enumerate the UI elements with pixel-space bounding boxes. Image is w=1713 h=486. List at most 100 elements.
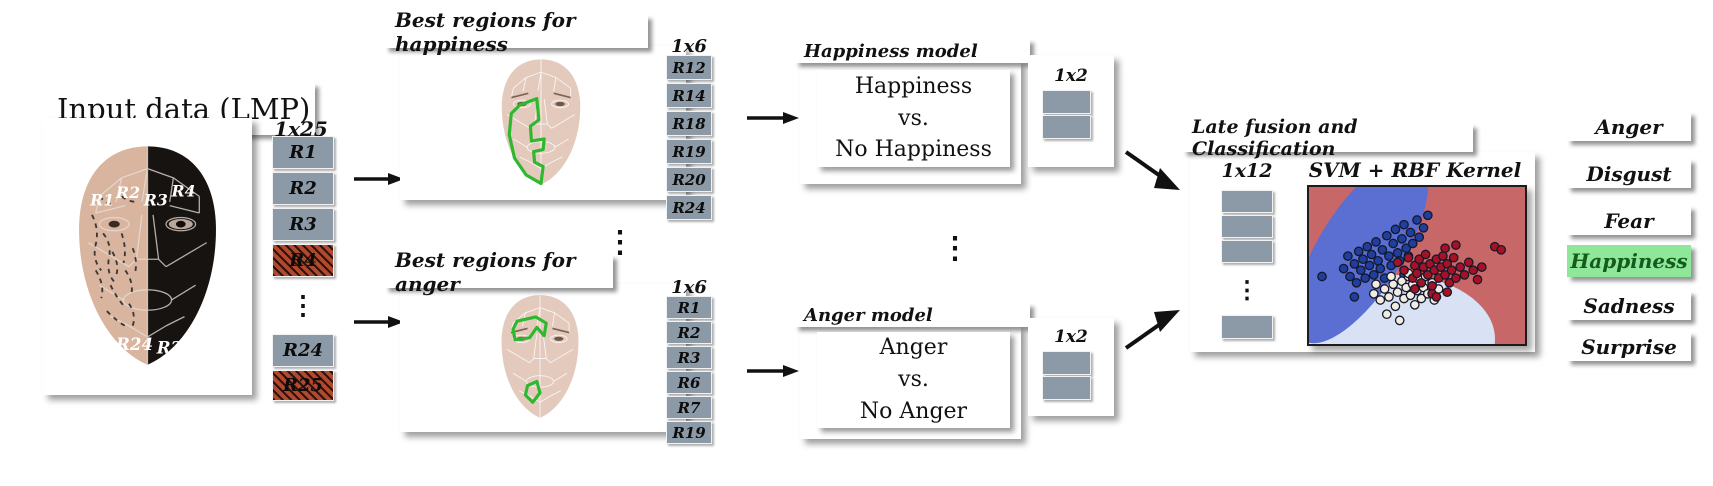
svm-plot-canvas [1309,187,1525,344]
input-vector: R1 R2 R3 R4 ⋮ R24 R25 [272,136,334,401]
vector-cell: R6 [666,371,712,394]
arrow-happiness-to-fusion [1124,150,1180,190]
anger-region-outline-brow [511,315,548,342]
happiness-face-image [501,59,581,186]
happiness-output-card: 1x2 [1028,55,1114,167]
anger-model-box: Anger vs. No Anger [817,332,1010,428]
vector-cell-empty [1042,351,1091,375]
arrow-happiness-to-model [747,112,799,124]
vector-cell: R1 [272,136,334,169]
right-pupil [175,220,186,228]
emotion-sadness: Sadness [1567,291,1691,320]
branches-ellipsis: ⋮ [605,225,635,260]
anger-output-card: 1x2 [1028,318,1114,416]
vector-cell: R12 [666,55,712,80]
vector-cell-empty [1221,215,1273,238]
vector-cell-hatched: R4 [272,244,334,277]
input-face-image: R1 R2 R3 R4 R24 R25 [79,146,216,365]
vector-cell: R2 [666,321,712,344]
vector-cell-hatched: R25 [272,370,334,401]
emotion-disgust: Disgust [1567,159,1691,188]
vector-cell: R1 [666,296,712,319]
anger-model-title-label: Anger model [804,304,933,326]
arrow-anger-to-fusion [1124,310,1180,350]
vector-cell: R3 [272,208,334,241]
vector-cell: R7 [666,396,712,419]
vector-cell: R3 [666,346,712,369]
happiness-vector: R12 R14 R18 R19 R20 R24 [666,55,712,220]
vector-cell: R19 [666,139,712,164]
face-label-r4: R4 [171,181,196,200]
vector-cell: R24 [666,195,712,220]
emotion-disgust-label: Disgust [1586,161,1672,186]
happiness-regions-title-label: Best regions for happiness [395,7,576,56]
emotion-happiness: Happiness [1567,245,1691,277]
emotion-surprise: Surprise [1567,332,1691,361]
vector-cell: R2 [272,172,334,205]
anger-regions-card [400,284,686,432]
face-label-r25: R25 [156,338,194,358]
input-face-card: R1 R2 R3 R4 R24 R25 [43,118,252,395]
emotion-fear-label: Fear [1604,208,1654,233]
vector-cell: R24 [272,334,334,367]
emotion-anger: Anger [1567,112,1691,141]
emotion-anger-label: Anger [1595,114,1663,139]
happiness-model-line1: Happiness [854,73,973,99]
emotion-fear: Fear [1567,206,1691,235]
svm-plot [1307,185,1527,346]
vector-cell-empty [1221,240,1273,263]
anger-vector-size: 1x6 [671,277,707,298]
anger-face-image [501,295,579,418]
happiness-model-line3: No Happiness [835,137,992,163]
anger-model-line2: vs. [898,367,929,393]
emotion-happiness-label: Happiness [1570,249,1688,273]
vector-cell-empty [1042,90,1091,114]
anger-output-size: 1x2 [1054,327,1088,347]
lmp-scribbles [91,195,137,327]
vector-cell-empty [1042,376,1091,400]
face-label-r2: R2 [115,183,140,202]
emotion-sadness-label: Sadness [1583,293,1675,318]
arrow-anger-to-model [747,365,799,377]
late-fusion-title: Late fusion and Classification [1183,116,1473,160]
arrow-input-to-anger [354,316,404,328]
anger-output-vector [1042,351,1091,400]
happiness-output-vector [1042,90,1091,139]
happiness-model-title: Happiness model [795,39,1030,63]
fusion-vector-size: 1x12 [1221,160,1273,182]
svm-points-layer [1317,210,1507,326]
left-eye [108,220,120,228]
anger-regions-title: Best regions for anger [385,248,613,296]
happiness-model-box: Happiness vs. No Happiness [817,70,1010,167]
happiness-vector-size: 1x6 [671,36,707,57]
happiness-output-size: 1x2 [1054,66,1088,86]
late-fusion-title-label: Late fusion and Classification [1192,116,1358,160]
face-region-labels: R1 R2 R3 R4 R24 R25 [89,181,195,357]
anger-model-line3: No Anger [859,398,968,424]
face-label-r1: R1 [89,191,114,210]
face-label-r3: R3 [143,191,168,210]
happiness-region-outline [507,97,546,186]
vector-cell: R18 [666,111,712,136]
vector-cell: R19 [666,421,712,444]
happiness-regions-card [400,46,686,200]
vector-ellipsis: ⋮ [290,291,316,322]
arrow-input-to-happiness [354,173,404,185]
anger-region-outline-chin [523,379,542,404]
vector-cell-empty [1221,315,1273,339]
fusion-vector: ⋮ [1221,190,1273,339]
anger-vector: R1 R2 R3 R6 R7 R19 [666,296,712,444]
vector-cell-empty [1221,190,1273,213]
vector-ellipsis: ⋮ [1235,275,1259,305]
happiness-model-title-label: Happiness model [804,40,978,62]
happiness-regions-title: Best regions for happiness [385,8,648,56]
face-label-r24: R24 [115,334,153,354]
happiness-model-line2: vs. [898,105,929,131]
anger-regions-title-label: Best regions for anger [395,247,576,296]
vector-cell-empty [1042,115,1091,139]
anger-model-line1: Anger [879,335,948,361]
emotion-surprise-label: Surprise [1581,334,1677,359]
svm-title: SVM + RBF Kernel [1308,158,1522,182]
vector-cell: R14 [666,83,712,108]
